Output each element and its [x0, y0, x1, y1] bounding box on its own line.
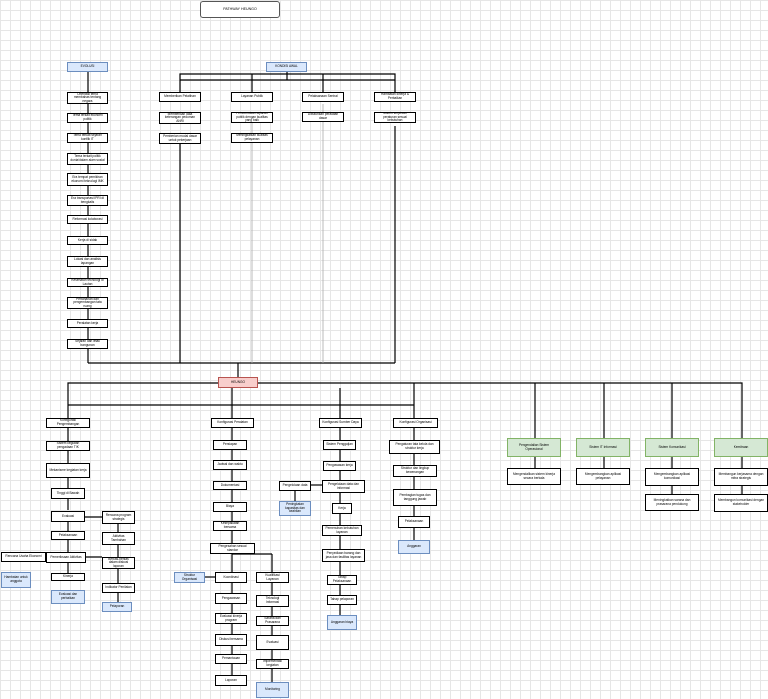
node-b2-2[interactable]: Jadwal dan waktu: [213, 460, 247, 470]
node-title[interactable]: PATHWAY HEUNGO: [200, 1, 280, 18]
node-g4-1[interactable]: Membangun kerjasama dengan mitra strateg…: [714, 468, 768, 486]
node-b1-2[interactable]: Mekanisme kegiatan kerja: [46, 463, 90, 478]
node-b4-1[interactable]: Pengaturan tata kelola dan struktur kerj…: [389, 440, 440, 454]
node-b4-2[interactable]: Struktur dan lingkup kewenangan: [393, 465, 437, 477]
node-b2-b4[interactable]: Implementasi kegiatan: [256, 659, 289, 669]
node-b4-3[interactable]: Pembagian tugas dan tanggung jawab: [393, 489, 437, 506]
node-b2-b2[interactable]: Sarana dan Prasarana: [256, 616, 289, 626]
node-b1-1[interactable]: Sistem kegiatan pengadaan TIK: [46, 441, 90, 451]
node-b2-7b[interactable]: Kualifikasi Layanan: [256, 572, 289, 583]
node-b3-4[interactable]: Kerja: [332, 503, 352, 514]
node-g3-1[interactable]: Mengembangkan aplikasi komunikasi: [645, 468, 699, 486]
node-ka-c[interactable]: Pelaksanaan Sentral: [302, 92, 344, 102]
node-b2-1[interactable]: Persiapan: [213, 440, 247, 450]
node-b3-1[interactable]: Sistem Penggajian: [323, 440, 356, 450]
node-evo-2[interactable]: Tema terkait ekonomi politik: [67, 113, 108, 123]
node-evo-5[interactable]: Era tempat pemikiran ekonomi teknologi I…: [67, 173, 108, 186]
node-b1-6r[interactable]: Aktivitas Tambahan: [102, 532, 135, 545]
node-b3-9[interactable]: Anggaran biaya: [327, 615, 357, 630]
node-b1-7[interactable]: Kinerja: [51, 573, 85, 581]
node-b1-5[interactable]: Pelaksanaan: [51, 531, 85, 540]
node-evo-9[interactable]: Lokasi dan analisis lapangan: [67, 256, 108, 267]
node-b2-4[interactable]: Biaya: [213, 502, 247, 512]
node-b3-6[interactable]: Penyediaan barang dan jasa dan fasilitas…: [322, 549, 365, 562]
node-g2[interactable]: Sistem IT Informasi: [576, 438, 630, 457]
node-ka-d1[interactable]: Sistem kerja dan peraturan sesuai kebutu…: [374, 112, 416, 123]
node-b1-4[interactable]: Evaluasi: [51, 511, 85, 522]
node-ka-b1[interactable]: Pembentukan layanan publik dengan kualit…: [231, 112, 273, 123]
node-g1-1[interactable]: Mengendalikan sistem kinerja secara berk…: [507, 468, 561, 485]
node-b2-a5[interactable]: Laporan: [215, 675, 247, 686]
node-b1-6[interactable]: Pemeriksaan Aktivitas: [46, 552, 86, 563]
node-b2-a3[interactable]: Diskusi bersama: [215, 634, 247, 646]
node-evo-6[interactable]: Era transportasi IPRI di bengkalis: [67, 195, 108, 206]
node-b3-5[interactable]: Pemenuhan kebutuhan layanan: [322, 525, 362, 536]
node-b1-4b[interactable]: Rencana program strategis: [102, 511, 135, 524]
node-b2-6[interactable]: Pengesahan sesuai standar: [210, 543, 255, 554]
node-b2-7a[interactable]: Koordinasi: [215, 572, 247, 583]
node-g1[interactable]: Pengendalian Sistem Operasional: [507, 438, 561, 457]
node-b1-8c[interactable]: Pelaporan: [102, 602, 132, 612]
node-b1-8b[interactable]: Indikator Penilaian: [102, 583, 135, 593]
node-g4-2[interactable]: Membangun komunikasi dengan stakeholder: [714, 494, 768, 512]
node-b2-3[interactable]: Dokumentasi: [213, 481, 247, 490]
node-b1[interactable]: Konfigurasi Pengembangan: [46, 418, 90, 428]
node-b3[interactable]: Konfigurasi Sumber Daya: [319, 418, 362, 428]
node-ka-b[interactable]: Layanan Publik: [231, 92, 273, 102]
node-g3[interactable]: Sistem Komunikasi: [645, 438, 699, 457]
node-b1-8a[interactable]: Evaluasi dan perbaikan: [51, 590, 85, 604]
node-ka-a2[interactable]: Pemberian modal dasar untuk pekerjaan: [159, 133, 201, 144]
node-ka-c1[interactable]: Dibutuhkan peralatan dasar: [302, 112, 344, 122]
node-evo-7[interactable]: Reformasi kolaborasi: [67, 215, 108, 224]
node-hub[interactable]: HEUNGO: [218, 377, 258, 388]
node-ka-b2[interactable]: Meningkatkan kualitas pelayanan: [231, 133, 273, 143]
node-b1-7l[interactable]: Hambatan untuk anggota: [1, 572, 31, 588]
node-evo-4[interactable]: Tema terkait politik dunia/dalam alam so…: [67, 153, 108, 165]
node-evo-12[interactable]: Peralatan kerja: [67, 319, 108, 328]
node-evo-3[interactable]: Tema terkait sejarah konflik IT: [67, 133, 108, 143]
node-b2[interactable]: Konfigurasi Peralatan: [211, 418, 254, 428]
node-b3-3l[interactable]: Pengelolaan data: [279, 481, 311, 491]
node-b4[interactable]: Konfigurasi Organisasi: [393, 418, 438, 428]
node-b3-3lb[interactable]: Peningkatan kapasitas dan keahlian: [279, 501, 311, 516]
node-g4[interactable]: Kemitraan: [714, 438, 768, 457]
node-evo-13[interactable]: Sejarah dan letak bangunan: [67, 339, 108, 349]
node-ka-a[interactable]: Memberikan Pelatihan: [159, 92, 201, 102]
node-b4-4[interactable]: Pelaksanaan: [398, 516, 430, 528]
node-b2-a2[interactable]: Evaluasi kinerja program: [215, 613, 247, 624]
node-evo-11[interactable]: Pertahanan dan pengembangan tata ruang: [67, 297, 108, 309]
node-b2-b3[interactable]: Evaluasi: [256, 635, 289, 650]
node-b3-2[interactable]: Pengawasan kerja: [323, 461, 356, 471]
node-b4-5[interactable]: Anggaran: [398, 540, 430, 554]
node-b3-7[interactable]: Tahap Pelaksanaan: [327, 575, 357, 585]
node-kondisi-awal[interactable]: KONDISI AWAL: [266, 62, 307, 72]
node-b3-8[interactable]: Tahap pelaporan: [327, 595, 357, 605]
node-g3-2[interactable]: Meningkatkan sarana dan prasarana penduk…: [645, 494, 699, 511]
node-b2-b1[interactable]: Teknologi Informasi: [256, 595, 289, 607]
node-b2-7l[interactable]: Struktur Organisasi: [174, 572, 205, 583]
node-b2-5[interactable]: Kesepakatan bersama: [213, 521, 247, 531]
node-evo-8[interactable]: Kerja di sidak: [67, 236, 108, 245]
node-b2-a1[interactable]: Pengawasan: [215, 593, 247, 604]
node-evolusi[interactable]: EVOLUSI: [67, 62, 108, 72]
node-b3-3[interactable]: Pengelolaan data dan informasi: [322, 480, 365, 493]
node-b2-a4[interactable]: Pemantauan: [215, 654, 247, 664]
node-evo-10[interactable]: Kesehatan teknologi di Lautan: [67, 278, 108, 287]
node-g2-1[interactable]: Mengembangkan aplikasi pelayanan: [576, 468, 630, 485]
node-ka-a1[interactable]: Memberikan data keterangan pedoman ANRI: [159, 112, 201, 124]
node-b1-7c[interactable]: Berkas-berkas dalam diskusi laporan: [102, 557, 135, 569]
node-b1-6l[interactable]: Rencana Usaha Ekonomi: [1, 552, 46, 562]
node-ka-d[interactable]: Hambatan kinerja & Perbaikan: [374, 92, 416, 102]
node-b1-3[interactable]: Tinggi di Bawah: [51, 488, 85, 499]
node-b2-b5[interactable]: Monitoring: [256, 682, 289, 698]
node-evo-1[interactable]: Orientasi tema membahas tentang negara: [67, 92, 108, 104]
